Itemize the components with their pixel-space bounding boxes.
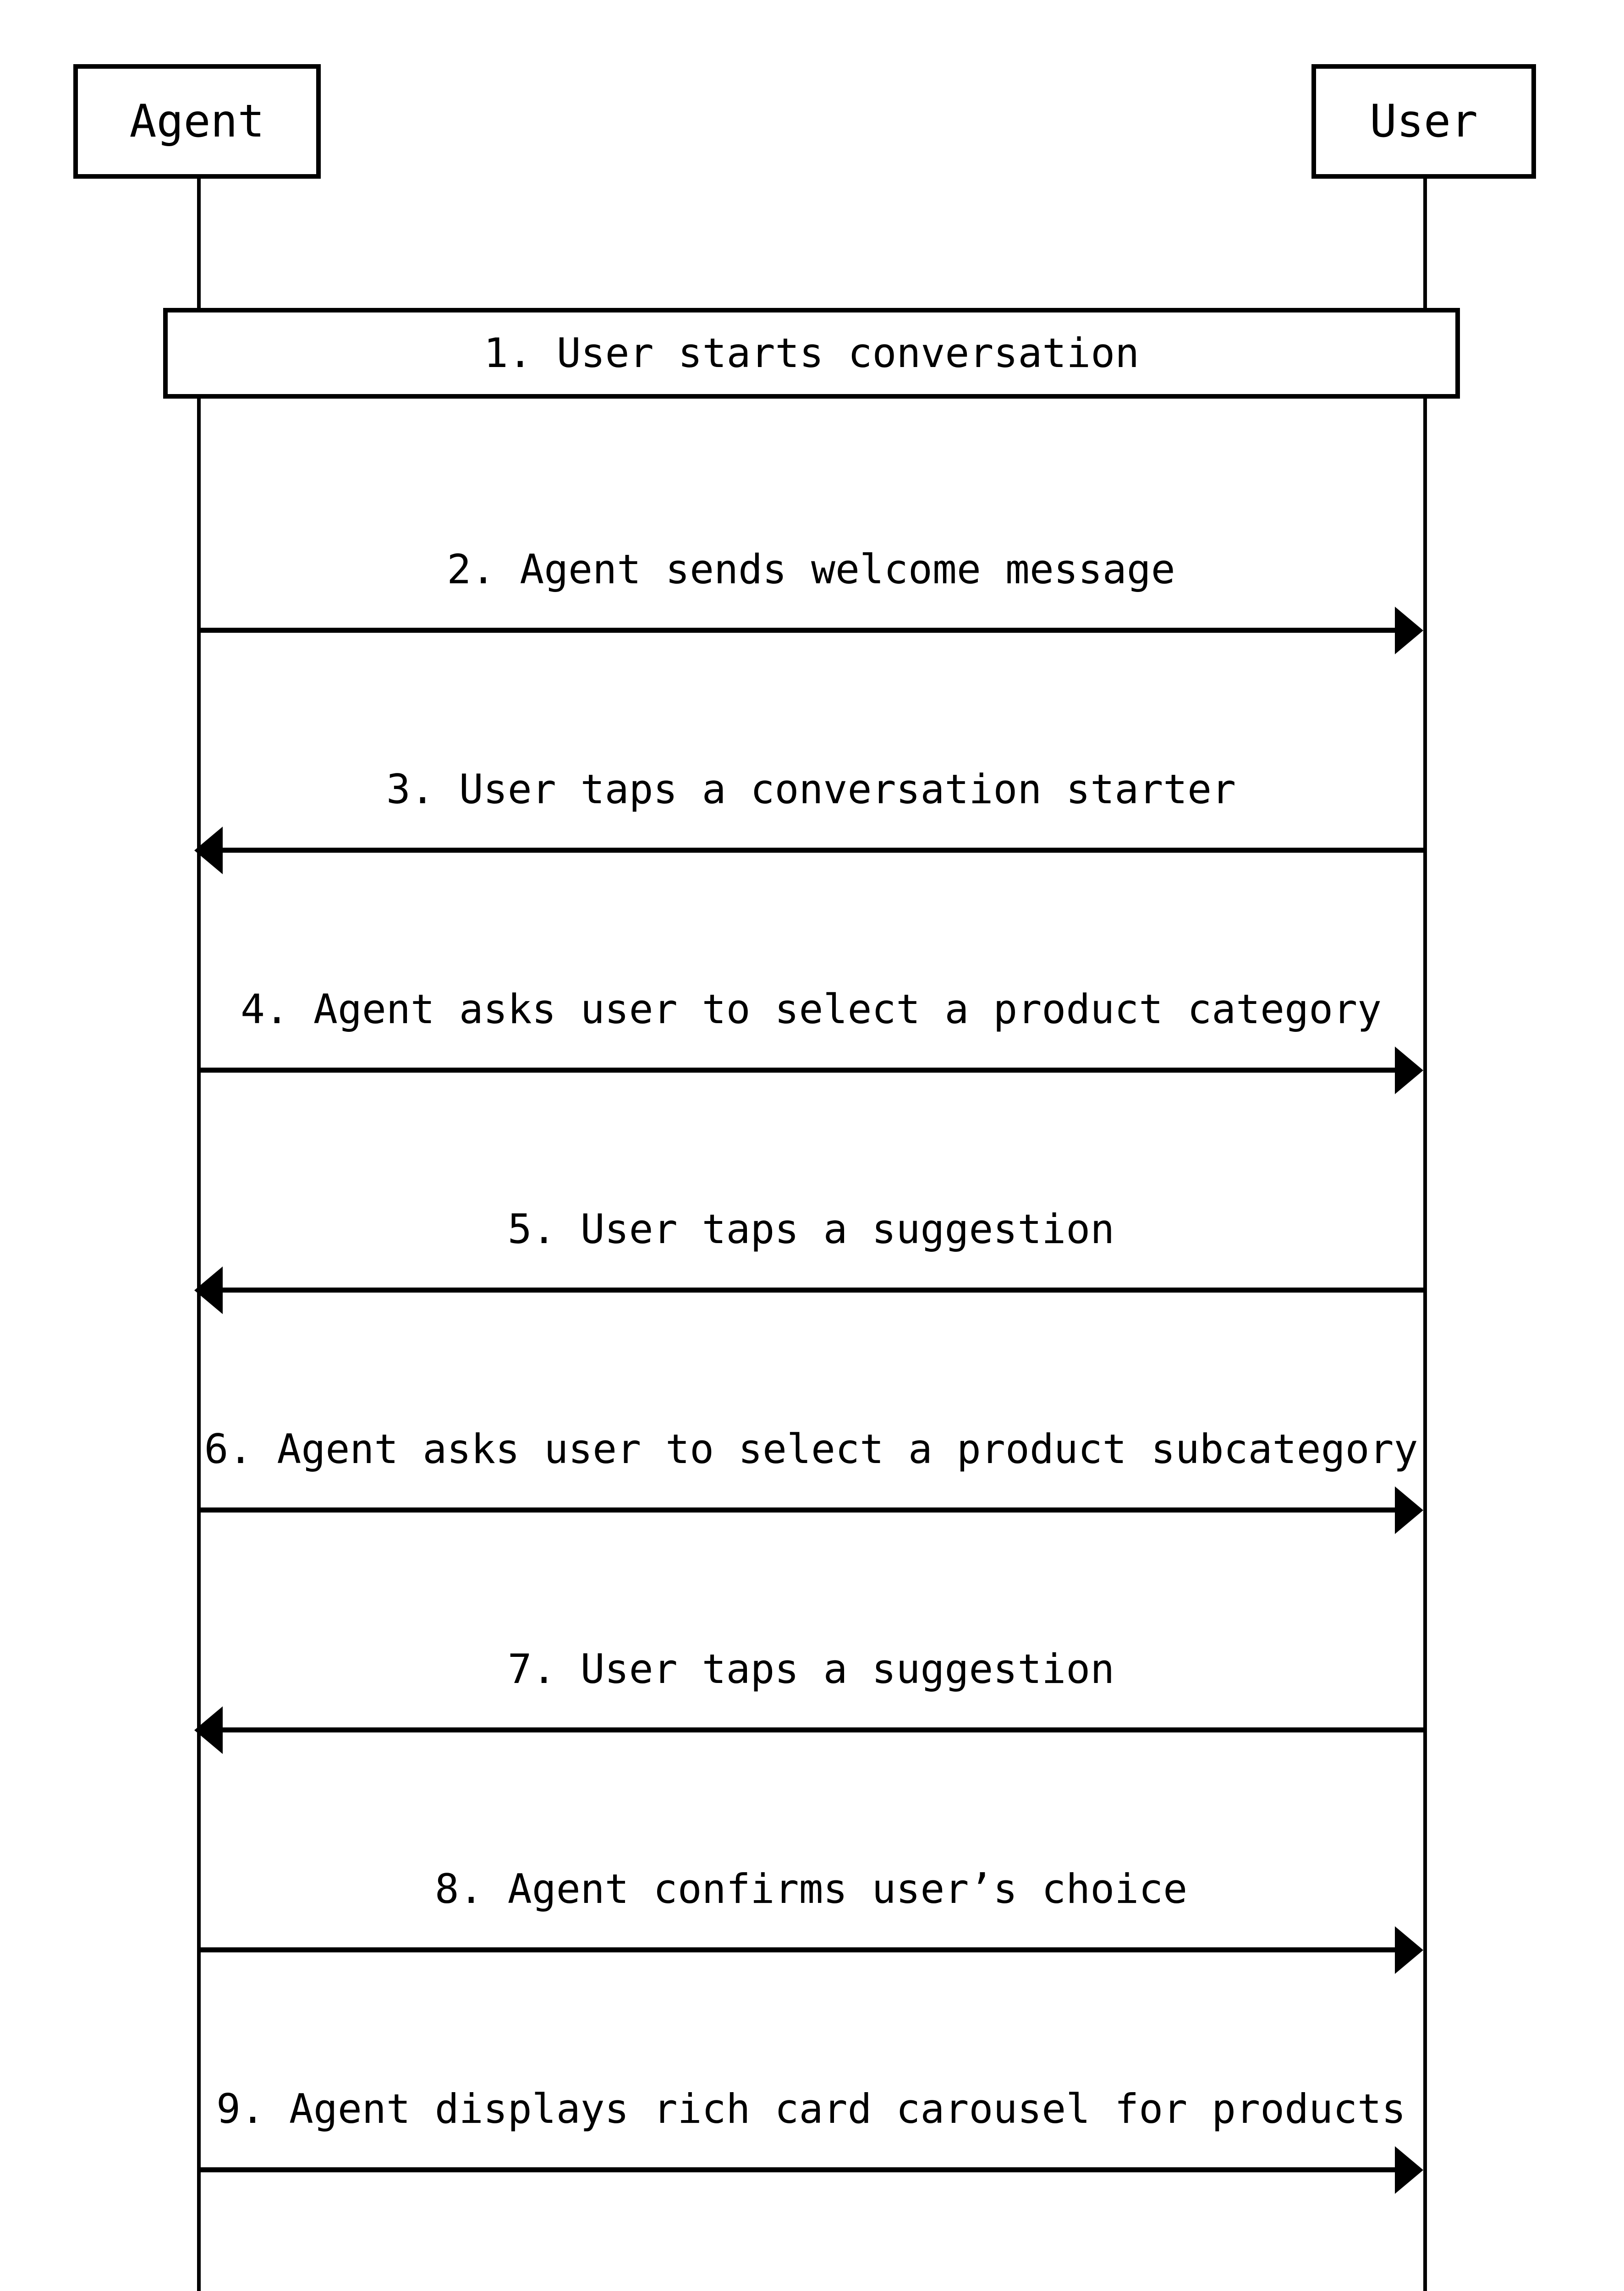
message-7-line bbox=[223, 1727, 1423, 1732]
message-7[interactable]: 7. User taps a suggestion bbox=[194, 1617, 1423, 1769]
message-8-label: 8. Agent confirms user’s choice bbox=[434, 1865, 1188, 1913]
message-3[interactable]: 3. User taps a conversation starter bbox=[194, 738, 1423, 889]
message-7-label: 7. User taps a suggestion bbox=[507, 1645, 1115, 1693]
actor-box-agent-top[interactable]: Agent bbox=[73, 64, 321, 179]
message-7-arrowhead bbox=[194, 1706, 223, 1754]
message-9-arrowhead bbox=[1395, 2146, 1423, 2194]
actor-label-user-top: User bbox=[1369, 95, 1478, 148]
message-3-arrowhead bbox=[194, 827, 223, 874]
actor-box-user-top[interactable]: User bbox=[1311, 64, 1536, 179]
message-8[interactable]: 8. Agent confirms user’s choice bbox=[199, 1837, 1423, 1989]
message-6-line bbox=[199, 1507, 1399, 1513]
message-2-label: 2. Agent sends welcome message bbox=[447, 546, 1175, 593]
message-2-line bbox=[199, 628, 1399, 633]
message-3-label: 3. User taps a conversation starter bbox=[386, 766, 1236, 813]
actor-label-agent-top: Agent bbox=[129, 95, 265, 148]
note-box-user-starts-conversation[interactable]: 1. User starts conversation bbox=[163, 308, 1460, 399]
message-9-line bbox=[199, 2167, 1399, 2172]
message-4-arrowhead bbox=[1395, 1047, 1423, 1094]
message-4-label: 4. Agent asks user to select a product c… bbox=[240, 986, 1382, 1033]
message-5-arrowhead bbox=[194, 1266, 223, 1314]
message-4-line bbox=[199, 1068, 1399, 1073]
lifeline-agent bbox=[197, 179, 201, 2291]
message-10[interactable]: 10. User selects a product bbox=[199, 2277, 1423, 2291]
message-9-label: 9. Agent displays rich card carousel for… bbox=[216, 2085, 1406, 2132]
message-2-arrowhead bbox=[1395, 607, 1423, 654]
lifeline-user bbox=[1423, 179, 1427, 2291]
message-8-arrowhead bbox=[1395, 1926, 1423, 1974]
message-2[interactable]: 2. Agent sends welcome message bbox=[199, 518, 1423, 669]
note-label: 1. User starts conversation bbox=[483, 329, 1140, 377]
message-6[interactable]: 6. Agent asks user to select a product s… bbox=[199, 1398, 1423, 1549]
message-4[interactable]: 4. Agent asks user to select a product c… bbox=[199, 958, 1423, 1109]
message-9[interactable]: 9. Agent displays rich card carousel for… bbox=[199, 2057, 1423, 2209]
message-6-label: 6. Agent asks user to select a product s… bbox=[204, 1425, 1418, 1473]
message-8-line bbox=[199, 1947, 1399, 1952]
message-5[interactable]: 5. User taps a suggestion bbox=[194, 1178, 1423, 1329]
message-5-line bbox=[223, 1288, 1423, 1293]
message-5-label: 5. User taps a suggestion bbox=[507, 1206, 1115, 1253]
message-3-line bbox=[223, 848, 1423, 853]
message-6-arrowhead bbox=[1395, 1486, 1423, 1534]
